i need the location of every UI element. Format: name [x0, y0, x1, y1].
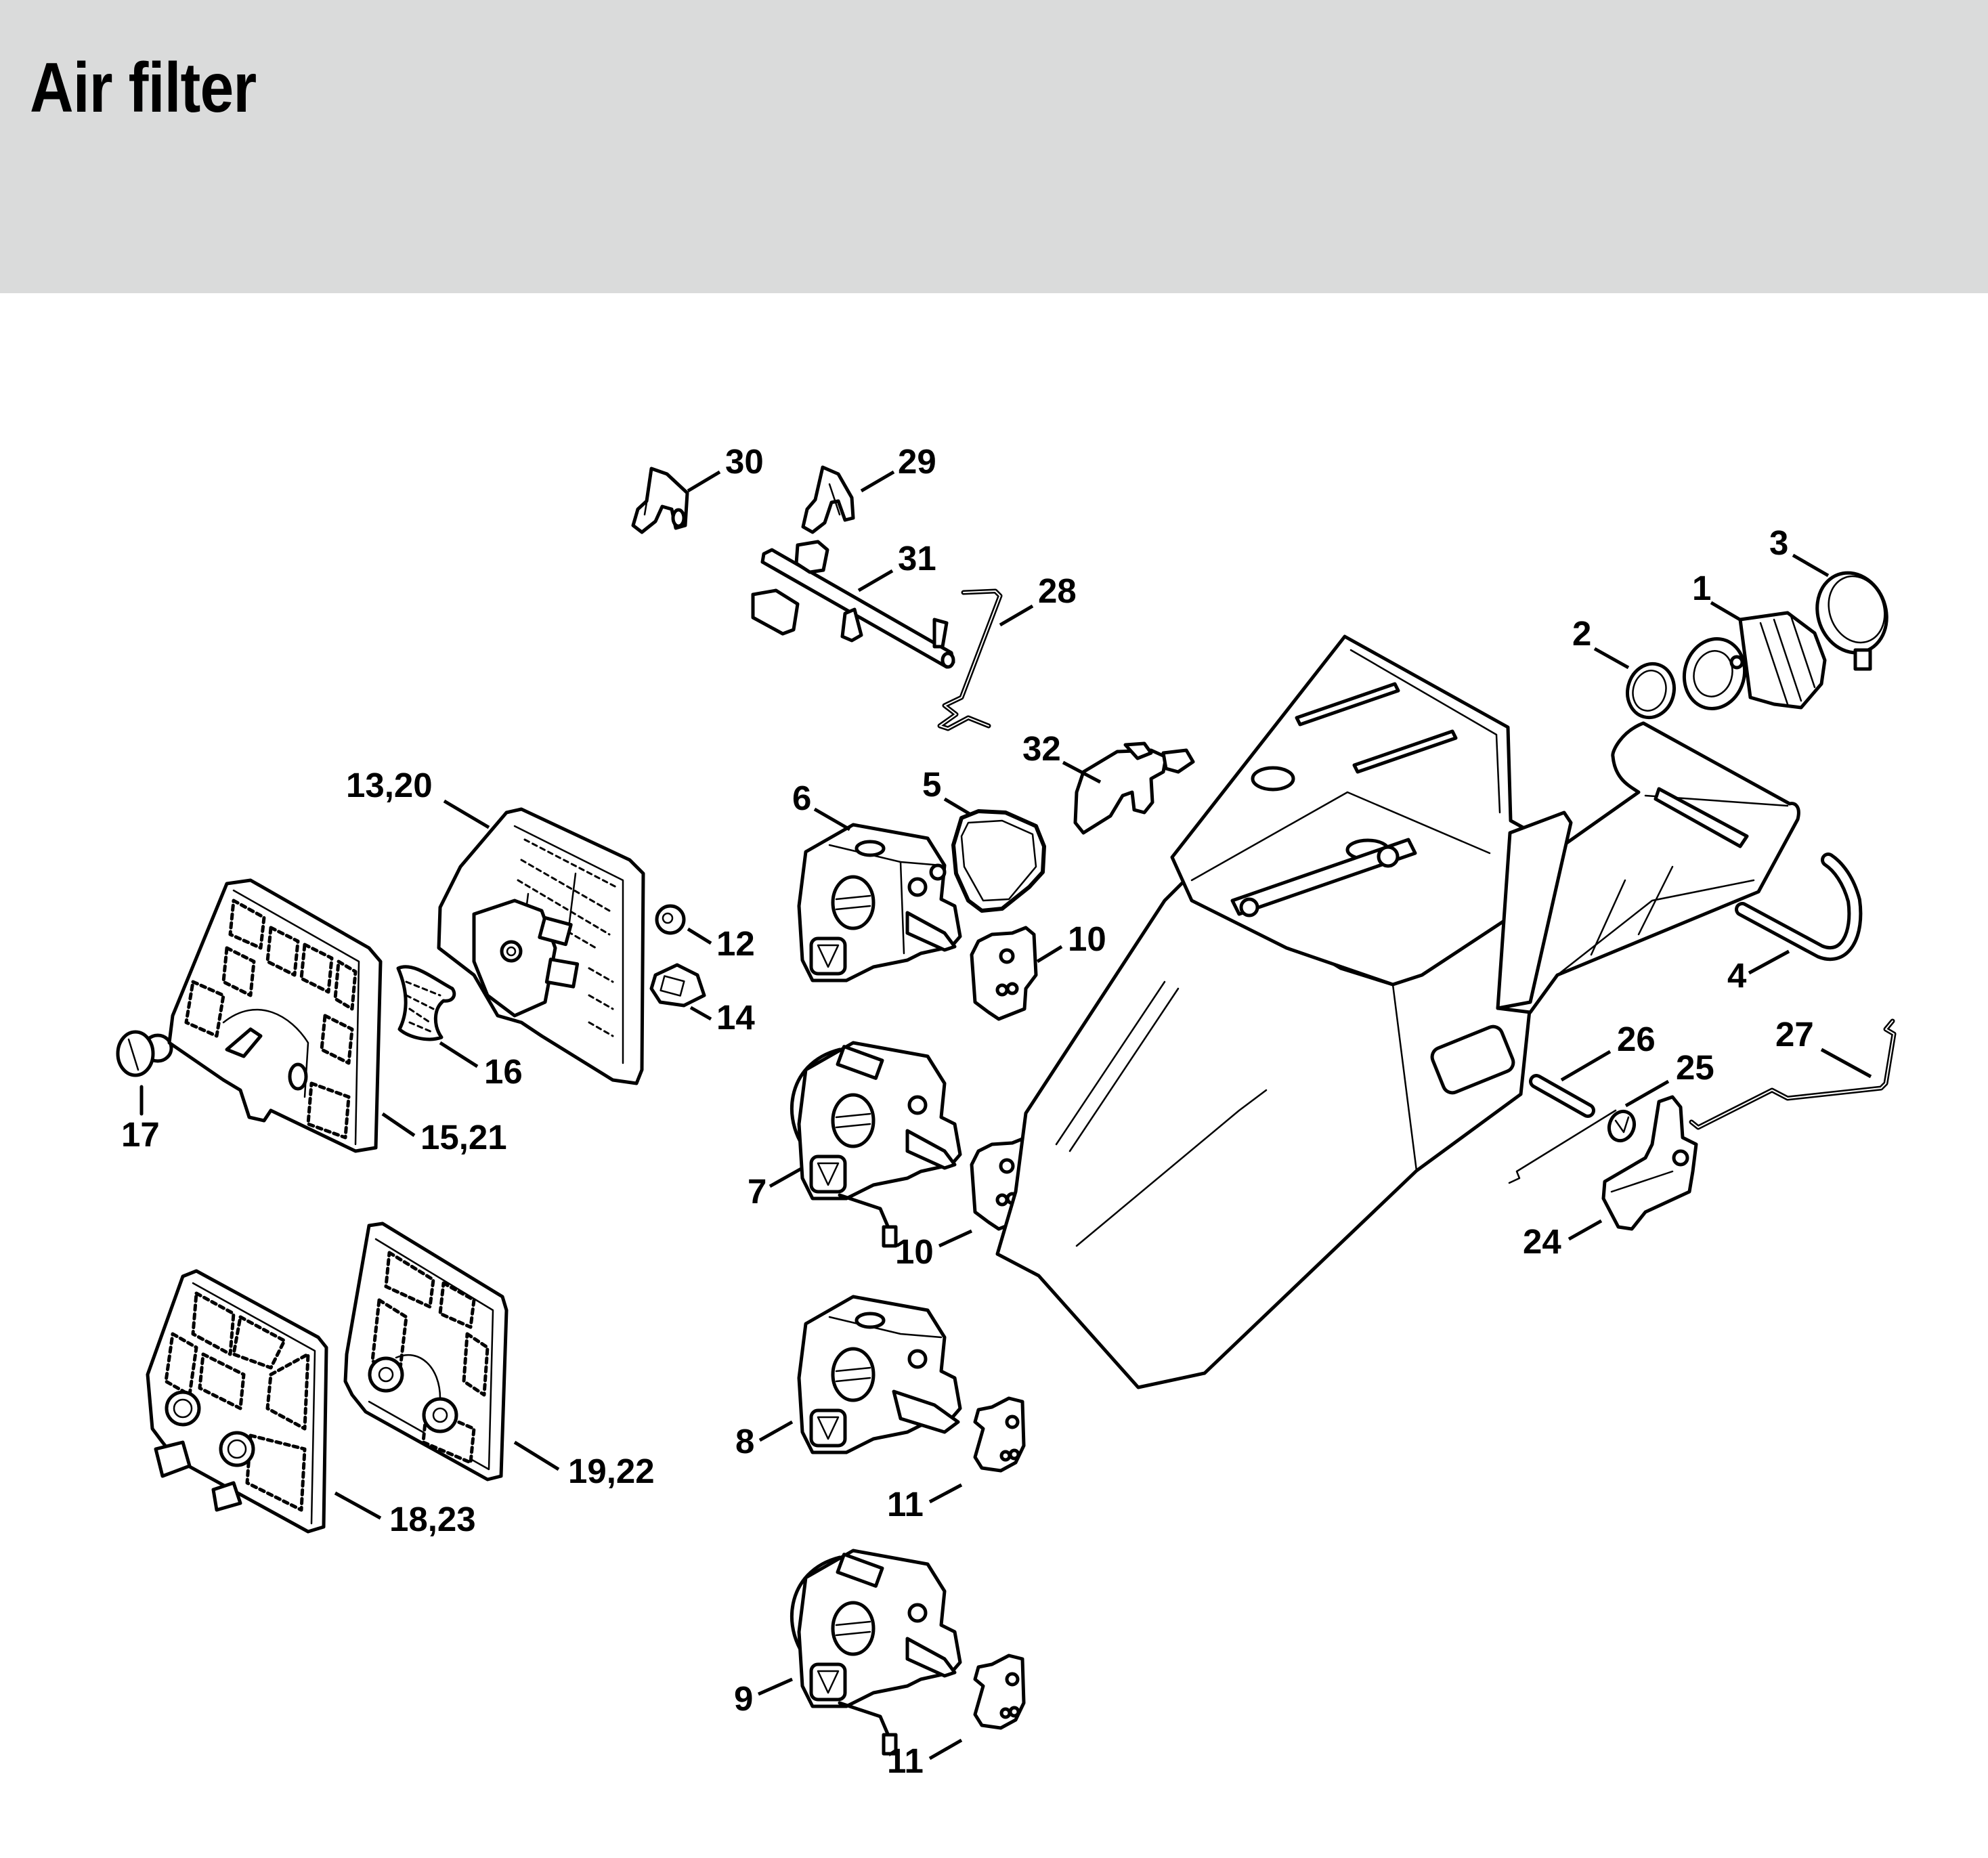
callout-labels: 30 29 31 28 3 1 2 32 6 5 10 13,20 12 14 …	[121, 442, 1814, 1780]
callout-30[interactable]: 30	[725, 442, 764, 481]
callout-16[interactable]: 16	[484, 1052, 523, 1091]
part-11-adapter-plate[interactable]	[973, 1396, 1026, 1473]
part-9-carburetor[interactable]	[790, 1549, 962, 1756]
leader-8	[758, 1420, 794, 1442]
leader-16	[439, 1041, 479, 1068]
callout-27[interactable]: 27	[1775, 1015, 1814, 1054]
part-25-spring[interactable]	[1508, 1108, 1638, 1184]
callout-18-23[interactable]: 18,23	[389, 1500, 476, 1538]
callout-32[interactable]: 32	[1022, 729, 1061, 768]
leader-30	[687, 470, 721, 493]
part-32-choke-lever[interactable]	[1073, 741, 1195, 835]
part-5-gasket[interactable]	[951, 809, 1046, 913]
leader-11b	[928, 1738, 963, 1760]
callout-14[interactable]: 14	[716, 998, 755, 1037]
callout-7[interactable]: 7	[748, 1172, 766, 1211]
callout-24[interactable]: 24	[1523, 1222, 1561, 1261]
callout-31[interactable]: 31	[898, 539, 936, 578]
callout-10[interactable]: 10	[1068, 920, 1106, 958]
leader-19-22	[513, 1440, 560, 1471]
callout-26[interactable]: 26	[1617, 1020, 1656, 1058]
leader-31	[857, 569, 894, 592]
callout-17[interactable]: 17	[121, 1115, 160, 1154]
leader-7	[769, 1166, 804, 1188]
part-31-shaft[interactable]	[751, 540, 955, 669]
leader-10a	[1036, 945, 1063, 964]
part-1-intake-manifold[interactable]	[1677, 611, 1827, 716]
part-24-throttle-trigger[interactable]	[1601, 1095, 1698, 1231]
leader-2	[1593, 647, 1630, 670]
leader-13-20	[443, 799, 490, 829]
leader-3	[1792, 553, 1830, 578]
leader-26	[1560, 1050, 1612, 1082]
part-3-hose-clamp[interactable]	[1806, 563, 1897, 671]
part-19-22-air-filter[interactable]	[343, 1222, 509, 1482]
callout-3[interactable]: 3	[1769, 523, 1788, 562]
leader-15-21	[381, 1112, 416, 1138]
callout-6[interactable]: 6	[792, 779, 811, 817]
part-7-carburetor[interactable]	[790, 1041, 962, 1248]
callout-9[interactable]: 9	[734, 1679, 753, 1718]
callout-13-20[interactable]: 13,20	[346, 766, 433, 804]
leader-9	[757, 1677, 794, 1696]
leader-14	[689, 1006, 712, 1021]
callout-19-22[interactable]: 19,22	[568, 1452, 655, 1490]
leader-12	[687, 927, 712, 945]
callout-11-second[interactable]: 11	[887, 1742, 924, 1780]
callout-28[interactable]: 28	[1038, 571, 1077, 610]
callout-1[interactable]: 1	[1692, 569, 1711, 607]
leader-11a	[928, 1483, 963, 1504]
leader-5	[943, 797, 971, 816]
leader-1	[1710, 601, 1744, 623]
leader-29	[860, 470, 895, 493]
callout-12[interactable]: 12	[716, 924, 755, 963]
part-2-ring[interactable]	[1622, 659, 1680, 723]
main-housing[interactable]	[995, 634, 1800, 1389]
part-15-21-air-filter[interactable]	[167, 878, 383, 1153]
part-29-lever[interactable]	[801, 465, 855, 534]
callout-2[interactable]: 2	[1572, 614, 1591, 653]
callout-5[interactable]: 5	[922, 765, 941, 804]
part-6-carburetor[interactable]	[797, 823, 962, 982]
part-27-throttle-rod[interactable]	[1689, 1018, 1897, 1130]
part-10-adapter-plate[interactable]	[970, 926, 1038, 1021]
leader-32	[1062, 760, 1102, 784]
leader-25	[1624, 1079, 1670, 1108]
part-17-screw[interactable]	[116, 1030, 173, 1116]
leader-27	[1820, 1047, 1872, 1079]
callout-8[interactable]: 8	[735, 1422, 754, 1461]
callout-25[interactable]: 25	[1676, 1048, 1714, 1087]
part-30-lever[interactable]	[631, 467, 689, 534]
header-bar: Air filter	[0, 0, 1988, 293]
callout-15-21[interactable]: 15,21	[420, 1118, 507, 1157]
leader-18-23	[334, 1491, 382, 1520]
part-26-pin[interactable]	[1529, 1074, 1595, 1118]
callout-4[interactable]: 4	[1727, 956, 1747, 995]
part-14-grommet[interactable]	[649, 963, 706, 1008]
callout-10-second[interactable]: 10	[895, 1232, 934, 1271]
page-title: Air filter	[30, 49, 257, 127]
leader-4	[1748, 949, 1790, 975]
callout-11[interactable]: 11	[887, 1485, 924, 1524]
part-11-adapter-plate-2[interactable]	[973, 1654, 1026, 1730]
part-8-carburetor[interactable]	[797, 1295, 962, 1454]
part-18-23-air-filter[interactable]	[146, 1269, 328, 1534]
callout-29[interactable]: 29	[898, 442, 936, 481]
leader-6	[813, 807, 851, 831]
part-4-hose[interactable]	[1735, 852, 1863, 962]
part-28-wire-rod[interactable]	[937, 588, 1003, 731]
leader-28	[999, 604, 1034, 627]
leader-lines	[334, 470, 1872, 1760]
part-16-foam-seal[interactable]	[396, 965, 456, 1041]
leader-24	[1568, 1219, 1603, 1241]
part-13-20-filter-base[interactable]	[437, 807, 645, 1085]
leader-10b	[938, 1229, 973, 1248]
part-12-nut[interactable]	[655, 904, 686, 935]
